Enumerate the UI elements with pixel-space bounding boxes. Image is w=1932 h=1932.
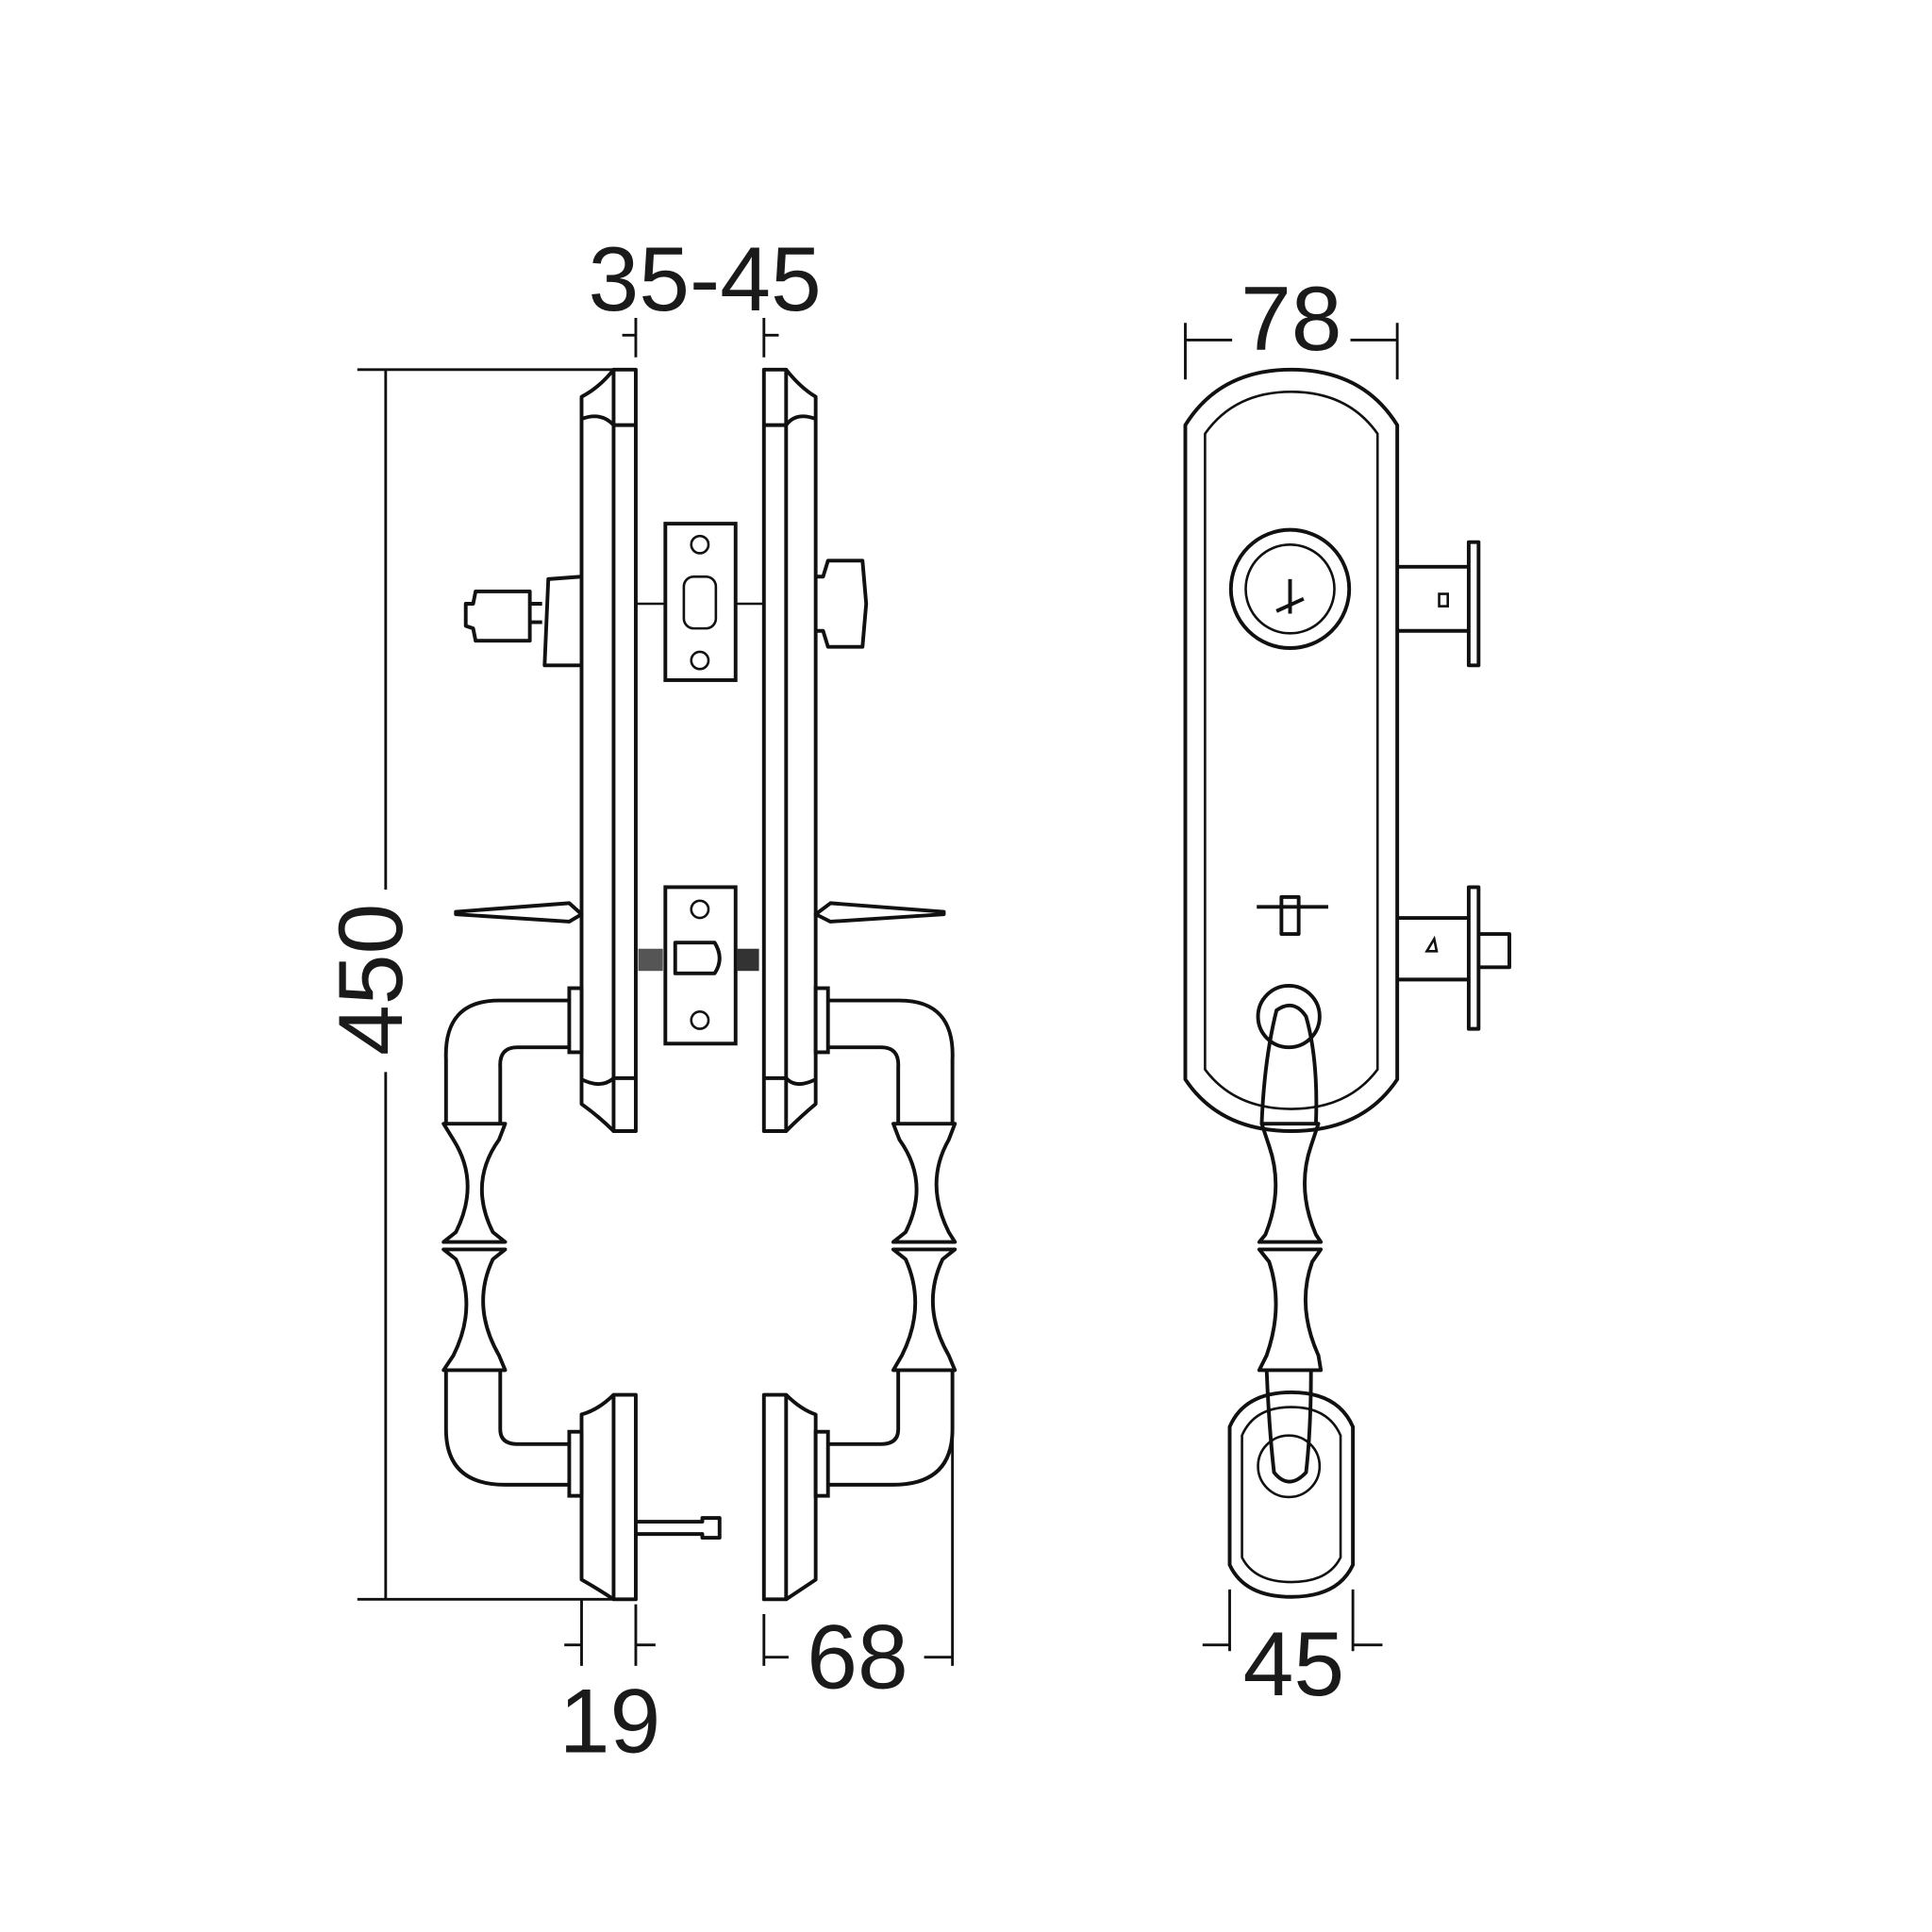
deadbolt	[682, 575, 718, 630]
dim-78-line	[1184, 323, 1399, 380]
key-cylinder-outer	[1228, 527, 1352, 650]
dim-label-plate-width: 78	[1241, 269, 1342, 370]
dim-label-door-thickness: 35-45	[589, 229, 822, 330]
dim-450-line	[357, 368, 614, 1601]
right-plate-profile	[763, 368, 818, 1133]
left-rose-top	[567, 986, 584, 1055]
dim-35-45-ticks	[622, 317, 779, 358]
right-plate	[761, 367, 789, 1133]
right-handle	[827, 998, 955, 1487]
left-rose-bottom	[567, 1429, 584, 1498]
screw-bottom-latch	[690, 1010, 710, 1030]
left-handle	[443, 998, 570, 1487]
key-cylinder-inner	[1244, 542, 1336, 635]
bottom-escutcheon-front	[1227, 1390, 1356, 1599]
screw-top	[690, 534, 710, 555]
spindle-left	[638, 948, 663, 972]
right-rose-top	[813, 986, 830, 1055]
bottom-escutcheon-inner	[1241, 1406, 1342, 1584]
screw-bottom	[690, 650, 710, 671]
thumb-piece	[1257, 894, 1328, 936]
front-view	[1183, 367, 1511, 1599]
left-plate-profile	[579, 368, 636, 1133]
dim-45-line	[1202, 1589, 1383, 1652]
dim-label-plate-depth: 19	[559, 1671, 661, 1772]
dim-label-overall-height: 450	[321, 904, 422, 1056]
strike-plate-left	[454, 901, 584, 924]
spindle-thread	[737, 948, 759, 972]
dimension-lines-front	[1184, 323, 1399, 1652]
dim-label-handle-projection: 68	[807, 1607, 908, 1707]
dim-19-ticks	[564, 1599, 656, 1666]
handle-rose-top	[1256, 983, 1322, 1050]
grip-handle	[1257, 1003, 1324, 1484]
key-icon	[463, 589, 542, 643]
front-plate	[1183, 367, 1400, 1133]
left-bottom-escutcheon	[579, 1392, 638, 1602]
handle-rose-bottom	[1257, 1434, 1322, 1499]
strike-plate-right	[813, 901, 946, 924]
dim-label-escutcheon-width: 45	[1243, 1614, 1345, 1715]
dim-68-ticks	[762, 1394, 955, 1666]
left-handle-grip	[441, 1122, 508, 1373]
privacy-pin	[635, 1516, 722, 1540]
latch-body	[1397, 885, 1511, 1031]
dimension-lines-side	[357, 317, 955, 1666]
key-cylinder	[542, 575, 582, 668]
right-rose-bottom	[813, 1429, 830, 1498]
side-view	[441, 367, 958, 1602]
latch-bolt	[673, 941, 722, 975]
deadbolt-marker	[1438, 592, 1449, 608]
deadbolt-faceplate	[663, 522, 738, 682]
keyhole-icon	[1275, 578, 1305, 614]
latch-marker	[1424, 935, 1439, 953]
screw-top-latch	[690, 899, 710, 920]
right-bottom-escutcheon	[761, 1392, 818, 1602]
deadbolt-body	[1397, 540, 1481, 668]
left-plate	[611, 367, 638, 1133]
front-plate-inner	[1204, 391, 1379, 1110]
right-handle-grip	[891, 1122, 958, 1373]
thumb-turn	[815, 558, 869, 649]
